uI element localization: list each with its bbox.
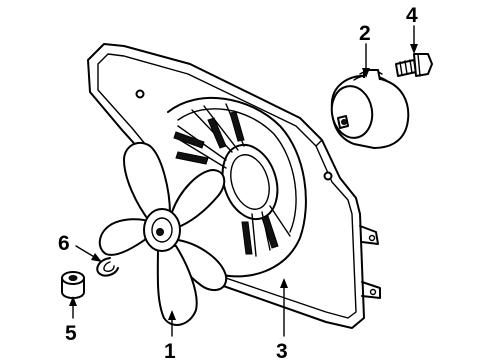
- callout-6: 6: [58, 232, 70, 255]
- leader-lines: [69, 25, 418, 337]
- fan-blade: [98, 141, 228, 326]
- mount-hole: [135, 89, 145, 99]
- spacer-nut: [61, 271, 85, 299]
- callout-4: 4: [406, 4, 418, 27]
- fan-motor: [330, 69, 410, 149]
- callout-2: 2: [359, 22, 371, 45]
- retaining-clip: [96, 257, 119, 277]
- mount-hole: [323, 171, 333, 181]
- callout-3: 3: [276, 340, 288, 360]
- fan-shroud: [87, 43, 381, 329]
- mounting-bolt: [395, 53, 433, 77]
- callout-5: 5: [65, 322, 77, 345]
- callout-1: 1: [164, 340, 176, 360]
